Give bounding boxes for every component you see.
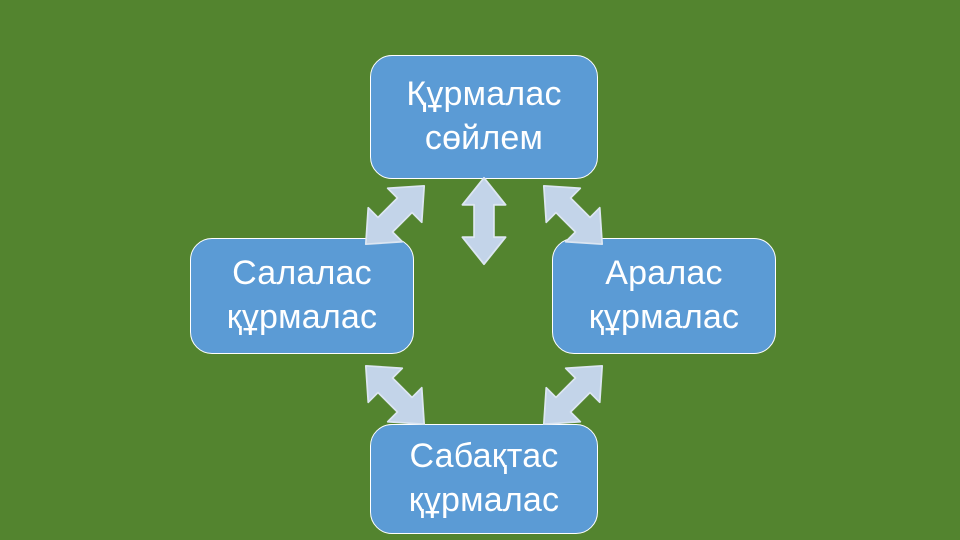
double-arrow-diagonal-nw-se-icon: [530, 172, 616, 258]
node-aralas-kurmalas-line1: Аралас: [605, 254, 723, 293]
node-salalas-kurmalas-line2: құрмалас: [226, 298, 378, 336]
double-arrow-diagonal-ne-sw-icon: [352, 172, 438, 258]
node-aralas-kurmalas-line2: құрмалас: [588, 298, 740, 336]
node-salalas-kurmalas-line1: Салалас: [232, 254, 372, 293]
node-sabaktas-kurmalas[interactable]: Сабақтас құрмалас: [370, 424, 598, 534]
node-kurmalas-soilem-line2: сөйлем: [424, 119, 544, 157]
node-aralas-kurmalas[interactable]: Аралас құрмалас: [552, 238, 776, 354]
double-arrow-diagonal-ne-sw-icon: [530, 352, 616, 438]
double-arrow-diagonal-nw-se-icon: [352, 352, 438, 438]
node-sabaktas-kurmalas-line2: құрмалас: [408, 481, 560, 519]
node-kurmalas-soilem-line1: Құрмалас: [406, 75, 562, 114]
double-arrow-vertical-icon: [456, 176, 512, 266]
node-salalas-kurmalas[interactable]: Салалас құрмалас: [190, 238, 414, 354]
node-sabaktas-kurmalas-line1: Сабақтас: [409, 437, 559, 476]
node-kurmalas-soilem[interactable]: Құрмалас сөйлем: [370, 55, 598, 179]
